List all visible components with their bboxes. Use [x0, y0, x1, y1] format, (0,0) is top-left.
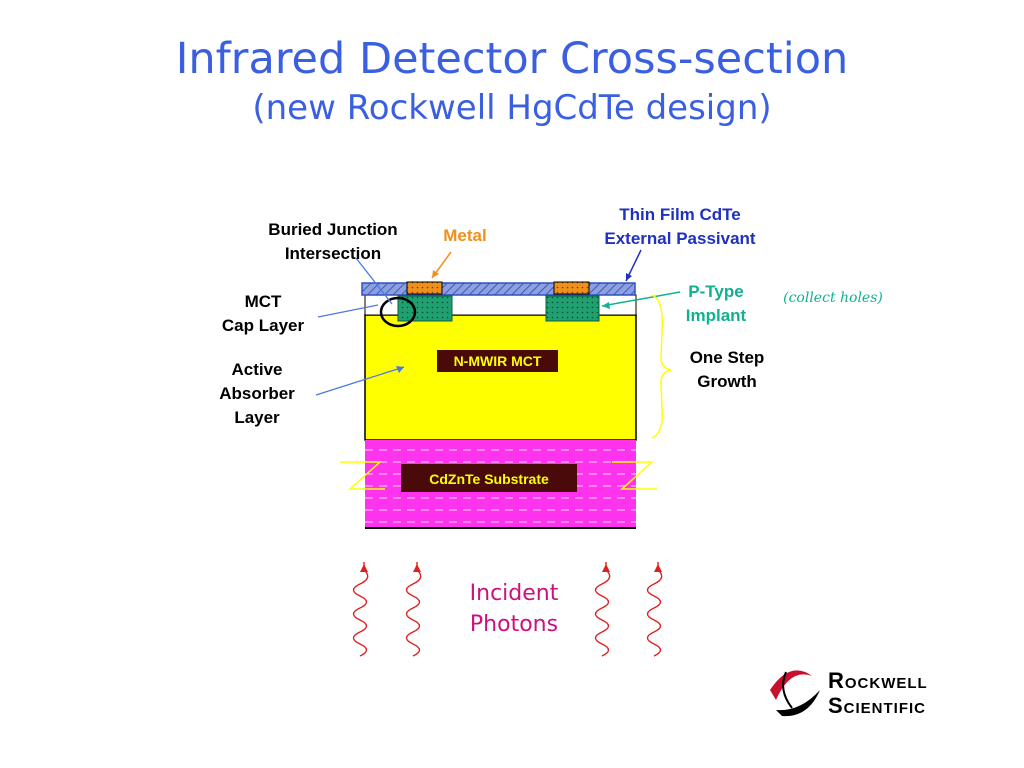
collect-holes-note: (collect holes): [783, 290, 883, 306]
nmwir-mct-label: N-MWIR MCT: [453, 353, 542, 369]
rockwell-swoosh-icon: [770, 670, 820, 717]
ptype-arrow: [601, 291, 681, 307]
rockwell-scientific-logo: Rockwell Scientific: [828, 668, 928, 718]
active-absorber-arrow: [315, 366, 405, 396]
metal-contact-right: [553, 281, 590, 295]
photon-arrows: [352, 562, 663, 657]
one-step-growth-brace: [651, 294, 672, 439]
substrate-box: [401, 464, 577, 492]
breakline-right: [612, 461, 657, 490]
breakline-left: [340, 461, 385, 490]
buried-junction-arrow: [355, 257, 393, 305]
nmwir-box: [437, 350, 558, 372]
metal-label: Metal: [443, 226, 487, 245]
page-title: Infrared Detector Cross-section: [175, 34, 849, 84]
active-absorber-layer: [364, 314, 637, 441]
page-subtitle: (new Rockwell HgCdTe design): [252, 88, 772, 128]
cdznte-substrate-label: CdZnTe Substrate: [429, 471, 549, 487]
buried-junction-marker: [379, 296, 417, 328]
ptype-implant-right: [545, 295, 600, 322]
metal-contact-left: [406, 281, 443, 295]
mct-cap-arrow: [317, 304, 379, 318]
cdte-passivant-film: [361, 282, 636, 296]
